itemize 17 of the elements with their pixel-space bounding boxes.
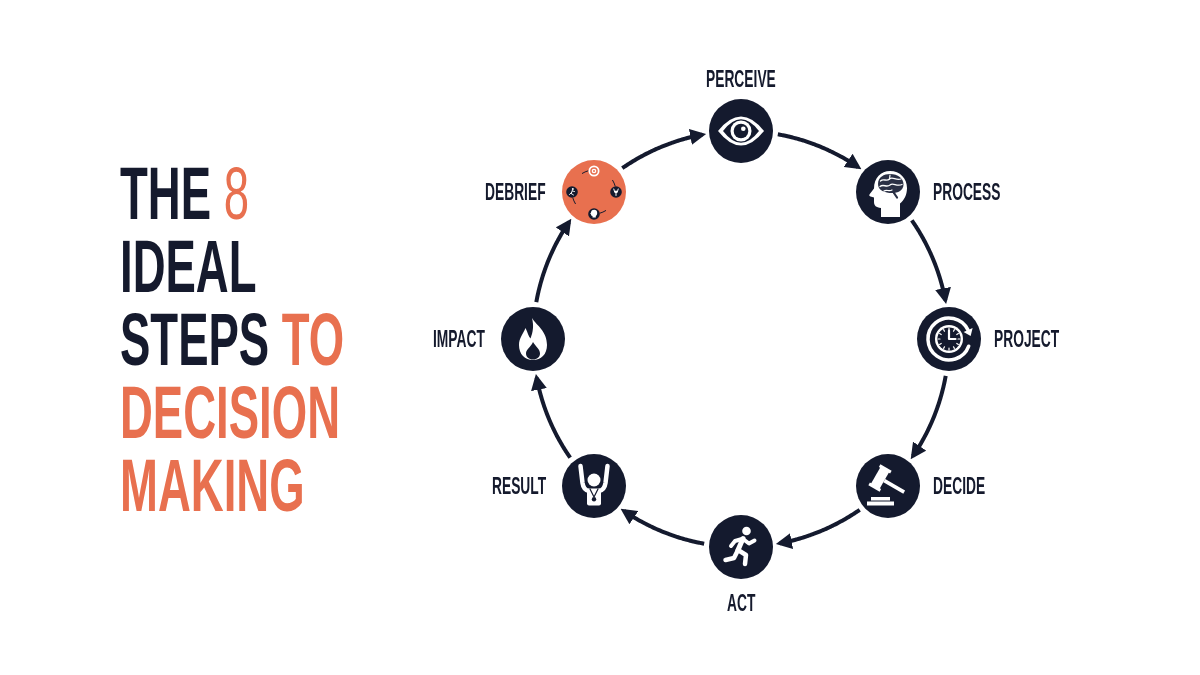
title-heading: THE 8 IDEAL STEPS TO DECISION MAKING [120, 157, 345, 522]
arrow [531, 373, 572, 459]
arrow [777, 132, 862, 170]
step-label: PROCESS [933, 181, 1001, 202]
step-label: PERCEIVE [706, 69, 776, 89]
arrow [621, 129, 707, 170]
step-label: DEBRIEF [485, 181, 546, 202]
step-label: PROJECT [994, 329, 1060, 349]
step-label: IMPACT [433, 329, 486, 349]
arrow [534, 218, 572, 303]
step-label: RESULT [491, 476, 547, 497]
arrow [910, 375, 948, 460]
arrow [910, 219, 951, 305]
step-label: DECIDE [933, 476, 986, 497]
arrow [775, 508, 861, 549]
arrow [620, 508, 705, 546]
step-label: ACT [726, 593, 756, 613]
